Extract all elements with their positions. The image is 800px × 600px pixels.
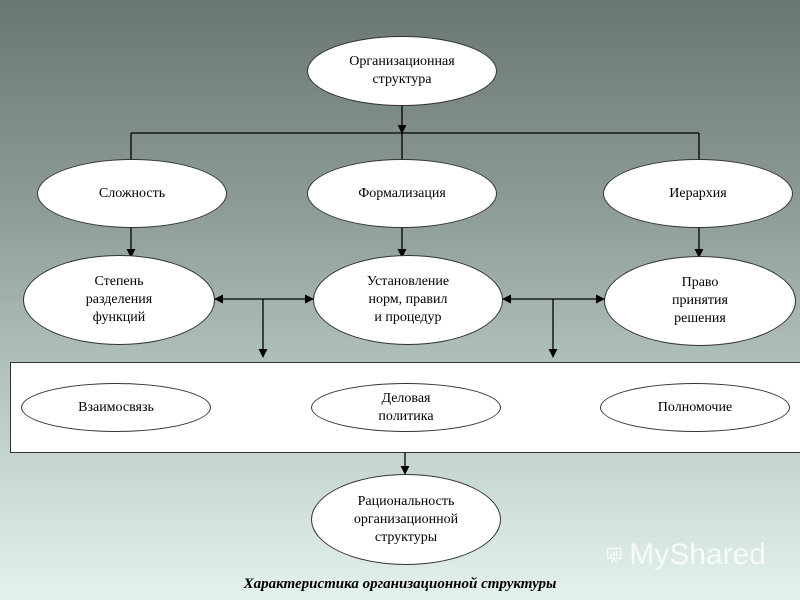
node-interrelation: Взаимосвязь	[21, 383, 211, 432]
watermark-text: MyShared	[629, 538, 766, 571]
node-business-policy: Деловая политика	[311, 383, 501, 432]
node-complexity: Сложность	[37, 159, 227, 228]
node-hierarchy: Иерархия	[603, 159, 793, 228]
node-decision-right: Право принятия решения	[604, 256, 796, 346]
node-authority: Полномочие	[600, 383, 790, 432]
node-norms-rules: Установление норм, правил и процедур	[313, 255, 503, 345]
watermark-logo: MyShared	[606, 535, 766, 575]
presentation-icon	[606, 547, 622, 563]
node-org-structure: Организационная структура	[307, 36, 497, 106]
diagram-caption: Характеристика организационной структуры	[243, 576, 557, 592]
node-rationality: Рациональность организационной структуры	[311, 474, 501, 565]
node-formalization: Формализация	[307, 159, 497, 228]
node-function-division: Степень разделения функций	[23, 255, 215, 345]
